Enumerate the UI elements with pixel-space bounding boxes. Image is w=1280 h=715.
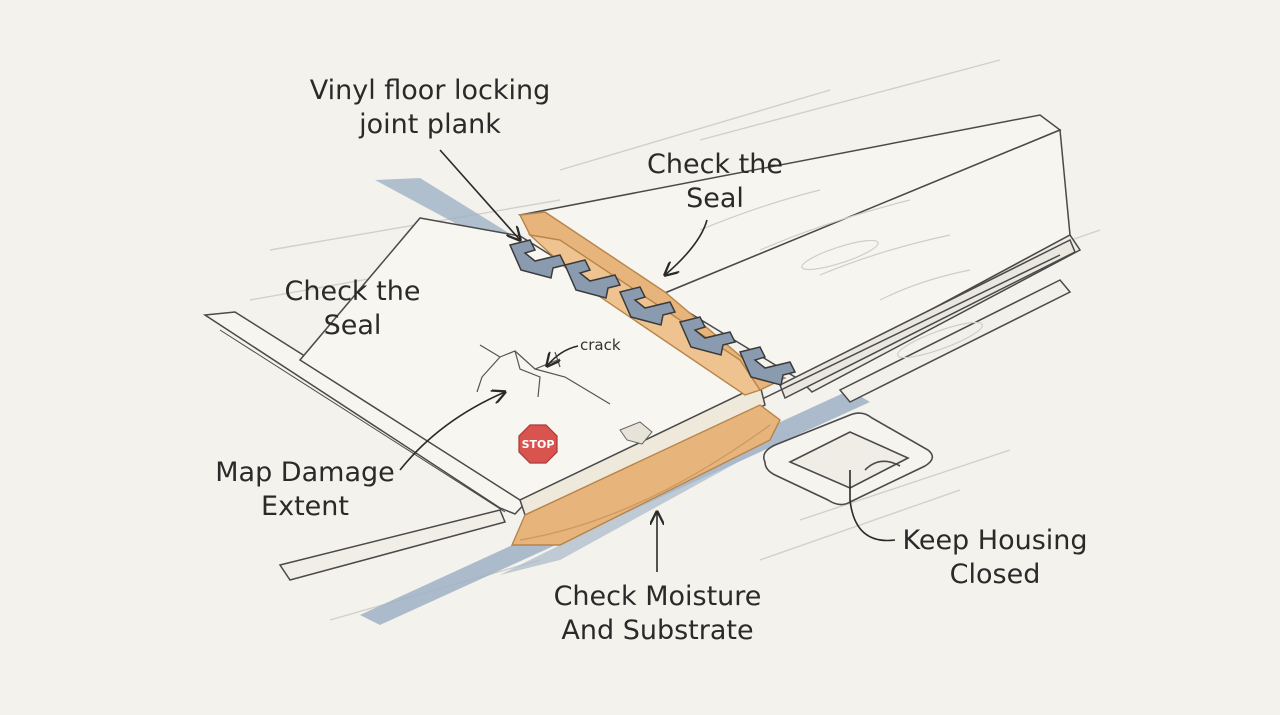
right-planks [517,114,1082,403]
leader-housing [849,470,896,542]
housing-cover [762,412,934,506]
wood-grain [699,189,983,359]
arrow-crack [547,345,579,366]
stop-sign-text: STOP [522,438,555,451]
chip-mark [619,421,653,445]
locking-joint-profile [508,239,797,386]
label-crack: crack [580,336,621,354]
arrow-seal-top [665,219,708,275]
arrow-map-damage [399,392,505,471]
arrow-plank [439,149,520,240]
leader-arrows [399,149,896,572]
stop-sign: STOP [518,424,558,464]
